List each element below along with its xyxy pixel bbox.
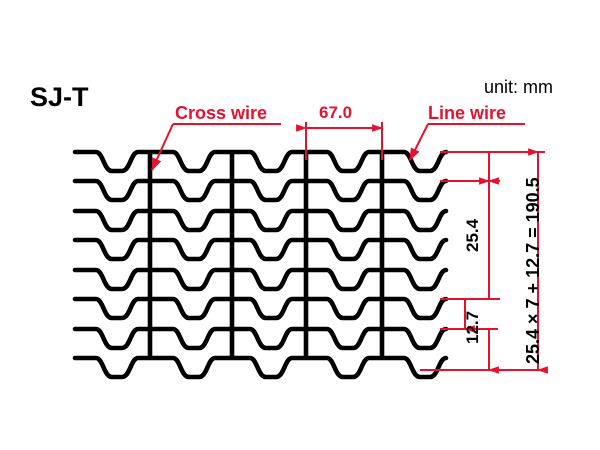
dimension-pitch-b-label: 12.7: [463, 310, 482, 344]
line-wire-leader: [409, 123, 525, 162]
line-wire-row-1: [72, 149, 449, 174]
dimension-width-label: 67.0: [319, 103, 353, 122]
width-dimension-67: [296, 122, 384, 160]
line-wire-row-7: [72, 326, 449, 351]
line-wire-row-3: [72, 208, 449, 233]
line-wire-row-6: [72, 296, 449, 321]
line-wire-row-4: [72, 237, 449, 262]
line-wire-leader-arrow: [409, 123, 429, 162]
line-wire-label: Line wire: [428, 103, 507, 123]
line-wire-row-8: [72, 355, 449, 380]
mesh-horizontal-line-wires: [72, 149, 449, 380]
cross-wire-leader-arrow: [151, 123, 174, 172]
dimension-pitch-a-label: 25.4: [463, 218, 482, 252]
mesh-vertical-cross-wires: [147, 150, 385, 360]
line-wire-row-5: [72, 267, 449, 292]
unit-note: unit: mm: [484, 77, 554, 97]
line-wire-row-2: [72, 178, 449, 203]
dimension-total-label: 25.4 × 7 + 12.7 = 190.5: [523, 177, 543, 364]
page-title: SJ-T: [30, 82, 89, 112]
cross-wire-label: Cross wire: [175, 103, 268, 123]
cross-wire-leader: [151, 123, 281, 172]
